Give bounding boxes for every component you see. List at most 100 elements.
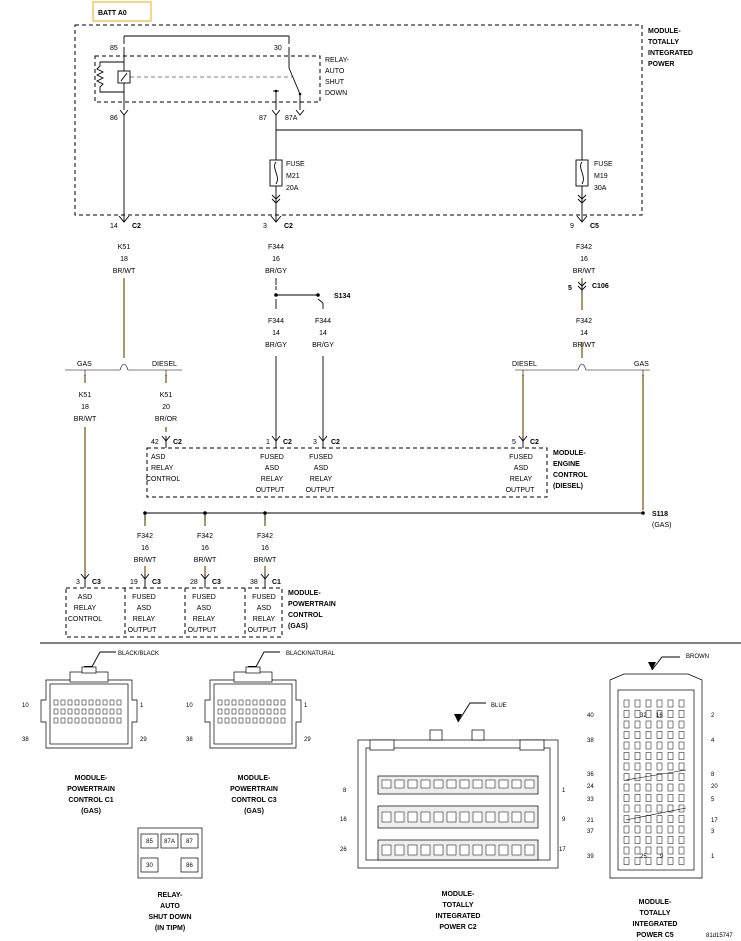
connector-cavity [88,717,94,724]
connector-cavity [634,741,641,750]
connector-cavity [634,699,641,708]
svg-text:M19: M19 [594,173,608,180]
wire-f342-b-label: F342 16 BR/WT [194,533,217,564]
svg-text:21: 21 [587,818,594,824]
svg-text:17: 17 [711,818,718,824]
svg-text:MODULE-: MODULE- [648,28,681,35]
connector-cavity [667,762,674,771]
connector-cavity [667,773,674,781]
svg-text:MODULE-: MODULE- [238,775,271,782]
svg-text:87: 87 [186,839,193,845]
connector-cavity [245,717,251,724]
svg-text:38: 38 [22,737,29,743]
connector-cavity [259,699,265,706]
svg-text:9: 9 [660,854,664,860]
ecm-pin-3: 3 C2 FUSED ASD RELAY OUTPUT [306,439,340,494]
svg-text:29: 29 [304,737,311,743]
connector-cavity [252,708,258,715]
svg-text:BR/GY: BR/GY [312,342,334,349]
connector-cavity [645,741,652,750]
connector-cavity [634,783,641,792]
svg-text:INTEGRATED: INTEGRATED [436,913,481,920]
connector-cavity [623,836,630,844]
connector-cavity [656,794,663,802]
connector-cavity [623,720,630,729]
svg-text:20A: 20A [286,185,299,192]
connector-cavity [88,708,94,715]
c106-label: C106 [592,283,609,290]
wire-f342-label: F342 16 BR/WT [573,244,596,275]
connector-cavity [678,741,685,750]
connector-cavity [238,717,244,724]
connector-cavity [634,731,641,739]
svg-text:AUTO: AUTO [160,903,180,910]
connector-cavity [645,710,652,718]
k51-option-branch [65,363,182,376]
pcm-module-label: MODULE- POWERTRAIN CONTROL (GAS) [288,590,336,630]
svg-text:TOTALLY: TOTALLY [443,902,474,909]
connector-cavity [656,762,663,771]
connector-cavity [623,741,630,750]
svg-text:ASD: ASD [151,454,165,461]
connector-cavity [678,836,685,844]
svg-text:AUTO: AUTO [325,68,345,75]
connector-cavity [623,699,630,708]
svg-text:F344: F344 [268,318,284,325]
connector-cavity [266,708,272,715]
svg-text:K51: K51 [79,392,92,399]
svg-text:ASD: ASD [265,465,279,472]
connector-cavity [667,836,674,844]
svg-text:1: 1 [711,854,715,860]
connector-cavity [252,717,258,724]
svg-text:26: 26 [340,847,347,853]
svg-text:24: 24 [587,784,594,790]
svg-text:OUTPUT: OUTPUT [248,627,278,634]
connector-cavity [60,699,66,706]
svg-text:16: 16 [201,545,209,552]
connector-cavity [95,717,101,724]
fuse-m19-symbol [575,159,589,208]
connector-cavity [678,710,685,718]
tipm-pin-14-c2: 14 C2 [110,223,141,230]
svg-text:CONTROL: CONTROL [68,616,102,623]
svg-text:9: 9 [570,223,574,230]
svg-text:TOTALLY: TOTALLY [640,910,671,917]
connector-cavity [53,708,59,715]
c106-pin: 5 [568,285,572,292]
svg-text:MODULE-: MODULE- [288,590,321,597]
connector-cavity [656,783,663,792]
connector-cavity [74,717,80,724]
svg-text:F342: F342 [576,244,592,251]
connector-cavity [95,699,101,706]
svg-text:SHUT: SHUT [325,79,345,86]
svg-text:1: 1 [140,703,144,709]
connector-cavity [645,825,652,834]
connector-cavity [623,731,630,739]
ecm-module-box [146,447,548,498]
connector-cavity [634,794,641,802]
connector-cavity [656,741,663,750]
svg-text:F342: F342 [257,533,273,540]
connector-cavity [446,779,457,789]
svg-text:FUSE: FUSE [594,161,613,168]
pin-87a-label: 87A [285,115,298,122]
connector-cavity [433,779,444,789]
relay-asd-label: RELAY- AUTO SHUT DOWN [325,57,350,97]
connector-cavity [498,811,509,823]
wire-f342-c-label: F342 16 BR/WT [254,533,277,564]
connector-cavity [678,825,685,834]
connector-cavity [109,717,115,724]
svg-text:BR/WT: BR/WT [74,416,97,423]
connector-cavity [446,844,457,856]
connector-cavity [472,844,483,856]
svg-text:INTEGRATED: INTEGRATED [648,50,693,57]
splice-s134-label: S134 [334,293,350,300]
svg-text:14: 14 [110,223,118,230]
svg-text:4: 4 [711,738,715,744]
connector-cavity [678,773,685,781]
connector-cavity [524,811,535,823]
svg-text:39: 39 [587,854,594,860]
connector-cavity [498,779,509,789]
svg-text:86: 86 [186,863,193,869]
